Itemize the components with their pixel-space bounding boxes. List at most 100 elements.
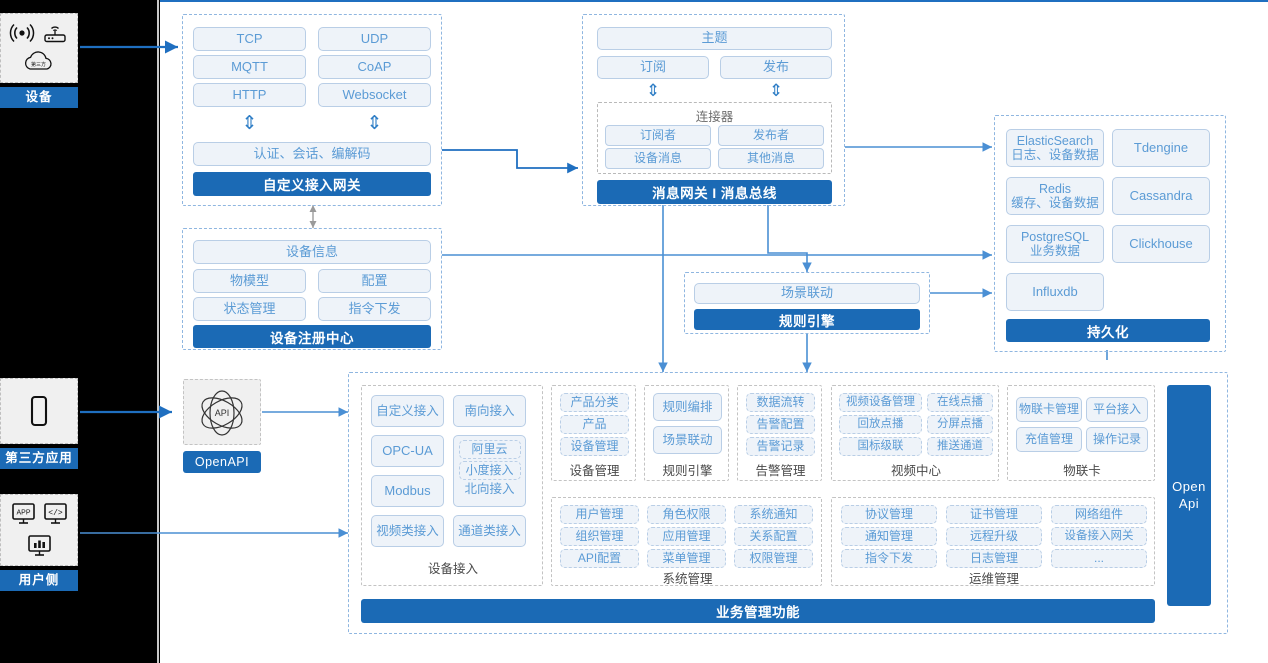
vc-split-screen[interactable]: 分屏点播 [927, 415, 993, 434]
dm-device-mgmt[interactable]: 设备管理 [560, 437, 629, 456]
om-network-comp[interactable]: 网络组件 [1051, 505, 1147, 524]
vc-video-device-mgmt[interactable]: 视频设备管理 [839, 393, 922, 412]
om-protocol-mgmt[interactable]: 协议管理 [841, 505, 937, 524]
om-more[interactable]: ... [1051, 549, 1147, 568]
ic-recharge-mgmt[interactable]: 充值管理 [1016, 427, 1082, 452]
sm-relation-conf[interactable]: 关系配置 [734, 527, 813, 546]
publish-box[interactable]: 发布 [720, 56, 832, 79]
connector-group: 连接器 订阅者 发布者 设备消息 其他消息 [597, 102, 832, 174]
am-data-flow[interactable]: 数据流转 [746, 393, 815, 412]
persistence-bar[interactable]: 持久化 [1006, 319, 1210, 342]
sm-org-mgmt[interactable]: 组织管理 [560, 527, 639, 546]
sm-menu-mgmt[interactable]: 菜单管理 [647, 549, 726, 568]
signal-wave-icon [9, 23, 35, 42]
om-cert-mgmt[interactable]: 证书管理 [946, 505, 1042, 524]
dev-access-aliyun[interactable]: 阿里云 [458, 440, 521, 459]
ic-card-mgmt[interactable]: 物联卡管理 [1016, 397, 1082, 422]
store-elasticsearch[interactable]: ElasticSearch 日志、设备数据 [1006, 129, 1104, 167]
state-mgmt-box[interactable]: 状态管理 [193, 297, 306, 321]
rule-engine-bar[interactable]: 规则引擎 [694, 309, 920, 330]
thing-model-box[interactable]: 物模型 [193, 269, 306, 293]
subscribe-box[interactable]: 订阅 [597, 56, 709, 79]
vc-push-channel[interactable]: 推送通道 [927, 437, 993, 456]
business-function-group: 自定义接入 OPC-UA Modbus 视频类接入 南向接入 阿里云 小度接入 … [348, 372, 1228, 634]
business-col-device-mgmt: 产品分类 产品 设备管理 设备管理 [551, 385, 636, 481]
gateway-middle-layer[interactable]: 认证、会话、编解码 [193, 142, 431, 166]
command-send-box[interactable]: 指令下发 [318, 297, 431, 321]
svg-text:API: API [215, 408, 230, 418]
connector-other-msg[interactable]: 其他消息 [718, 148, 824, 169]
om-log-mgmt[interactable]: 日志管理 [946, 549, 1042, 568]
am-alarm-record[interactable]: 告警记录 [746, 437, 815, 456]
sm-api-config[interactable]: API配置 [560, 549, 639, 568]
protocol-coap[interactable]: CoAP [318, 55, 431, 79]
persistence-group: ElasticSearch 日志、设备数据 Tdengine Redis 缓存、… [994, 115, 1226, 352]
protocol-http[interactable]: HTTP [193, 83, 306, 107]
business-management-bar[interactable]: 业务管理功能 [361, 599, 1155, 623]
vc-gb-cascade[interactable]: 国标级联 [839, 437, 922, 456]
business-col-rule-engine: 规则编排 场景联动 规则引擎 [644, 385, 729, 481]
config-box[interactable]: 配置 [318, 269, 431, 293]
connector-device-msg[interactable]: 设备消息 [605, 148, 711, 169]
sm-app-mgmt[interactable]: 应用管理 [647, 527, 726, 546]
om-device-gateway[interactable]: 设备接入网关 [1051, 527, 1147, 546]
connector-subscriber[interactable]: 订阅者 [605, 125, 711, 146]
topic-box[interactable]: 主题 [597, 27, 832, 50]
actor-third-party-label: 第三方应用 [0, 448, 78, 469]
dev-access-xiaodu[interactable]: 小度接入 [458, 461, 521, 480]
user-side-icon-panel: APP </> [0, 494, 78, 566]
om-notice-mgmt[interactable]: 通知管理 [841, 527, 937, 546]
third-party-icon-panel [0, 378, 78, 444]
sm-sys-notice[interactable]: 系统通知 [734, 505, 813, 524]
store-redis-name: Redis [1039, 181, 1071, 196]
vc-playback[interactable]: 回放点播 [839, 415, 922, 434]
top-accent-line [160, 0, 1268, 2]
openapi-icon-panel: API [183, 379, 261, 445]
scene-linkage-box[interactable]: 场景联动 [694, 283, 920, 304]
store-clickhouse[interactable]: Clickhouse [1112, 225, 1210, 263]
openapi-vertical-line2: Api [1178, 495, 1200, 511]
om-remote-upgrade[interactable]: 远程升级 [946, 527, 1042, 546]
protocol-tcp[interactable]: TCP [193, 27, 306, 51]
business-col-ops-mgmt: 协议管理 证书管理 网络组件 通知管理 远程升级 设备接入网关 指令下发 日志管… [831, 497, 1155, 586]
protocol-mqtt[interactable]: MQTT [193, 55, 306, 79]
message-gateway-bar[interactable]: 消息网关 I 消息总线 [597, 180, 832, 204]
store-redis[interactable]: Redis 缓存、设备数据 [1006, 177, 1104, 215]
store-influxdb[interactable]: Influxdb [1006, 273, 1104, 311]
device-info-box[interactable]: 设备信息 [193, 240, 431, 264]
am-alarm-config[interactable]: 告警配置 [746, 415, 815, 434]
store-postgresql[interactable]: PostgreSQL 业务数据 [1006, 225, 1104, 263]
sm-role-perm[interactable]: 角色权限 [647, 505, 726, 524]
sm-user-mgmt[interactable]: 用户管理 [560, 505, 639, 524]
device-registry-bar[interactable]: 设备注册中心 [193, 325, 431, 348]
sm-perm-mgmt[interactable]: 权限管理 [734, 549, 813, 568]
business-col-caption-ops-mgmt: 运维管理 [968, 572, 1019, 586]
dm-product-category[interactable]: 产品分类 [560, 393, 629, 412]
business-col-caption-device-access: 设备接入 [427, 562, 478, 576]
protocol-udp[interactable]: UDP [318, 27, 431, 51]
store-cassandra[interactable]: Cassandra [1112, 177, 1210, 215]
ic-operation-log[interactable]: 操作记录 [1086, 427, 1148, 452]
ic-platform-access[interactable]: 平台接入 [1086, 397, 1148, 422]
dev-access-opcua[interactable]: OPC-UA [371, 435, 444, 467]
vc-online-play[interactable]: 在线点播 [927, 393, 993, 412]
re-rule-orchestration[interactable]: 规则编排 [653, 393, 722, 421]
re-scene-linkage[interactable]: 场景联动 [653, 426, 722, 454]
store-elasticsearch-desc: 日志、设备数据 [1011, 148, 1099, 162]
openapi-label-bar[interactable]: OpenAPI [183, 451, 261, 473]
actor-third-party: 第三方应用 [0, 378, 78, 469]
connector-publisher[interactable]: 发布者 [718, 125, 824, 146]
protocol-websocket[interactable]: Websocket [318, 83, 431, 107]
dev-access-video[interactable]: 视频类接入 [371, 515, 444, 547]
dev-access-channel[interactable]: 通道类接入 [453, 515, 526, 547]
om-command-send[interactable]: 指令下发 [841, 549, 937, 568]
actor-device-label: 设备 [0, 87, 78, 108]
openapi-vertical-bar[interactable]: Open Api [1167, 385, 1211, 606]
router-icon [44, 25, 66, 42]
dm-product[interactable]: 产品 [560, 415, 629, 434]
store-tdengine[interactable]: Tdengine [1112, 129, 1210, 167]
dev-access-southbound[interactable]: 南向接入 [453, 395, 526, 427]
custom-access-gateway-bar[interactable]: 自定义接入网关 [193, 172, 431, 196]
dev-access-custom[interactable]: 自定义接入 [371, 395, 444, 427]
dev-access-modbus[interactable]: Modbus [371, 475, 444, 507]
